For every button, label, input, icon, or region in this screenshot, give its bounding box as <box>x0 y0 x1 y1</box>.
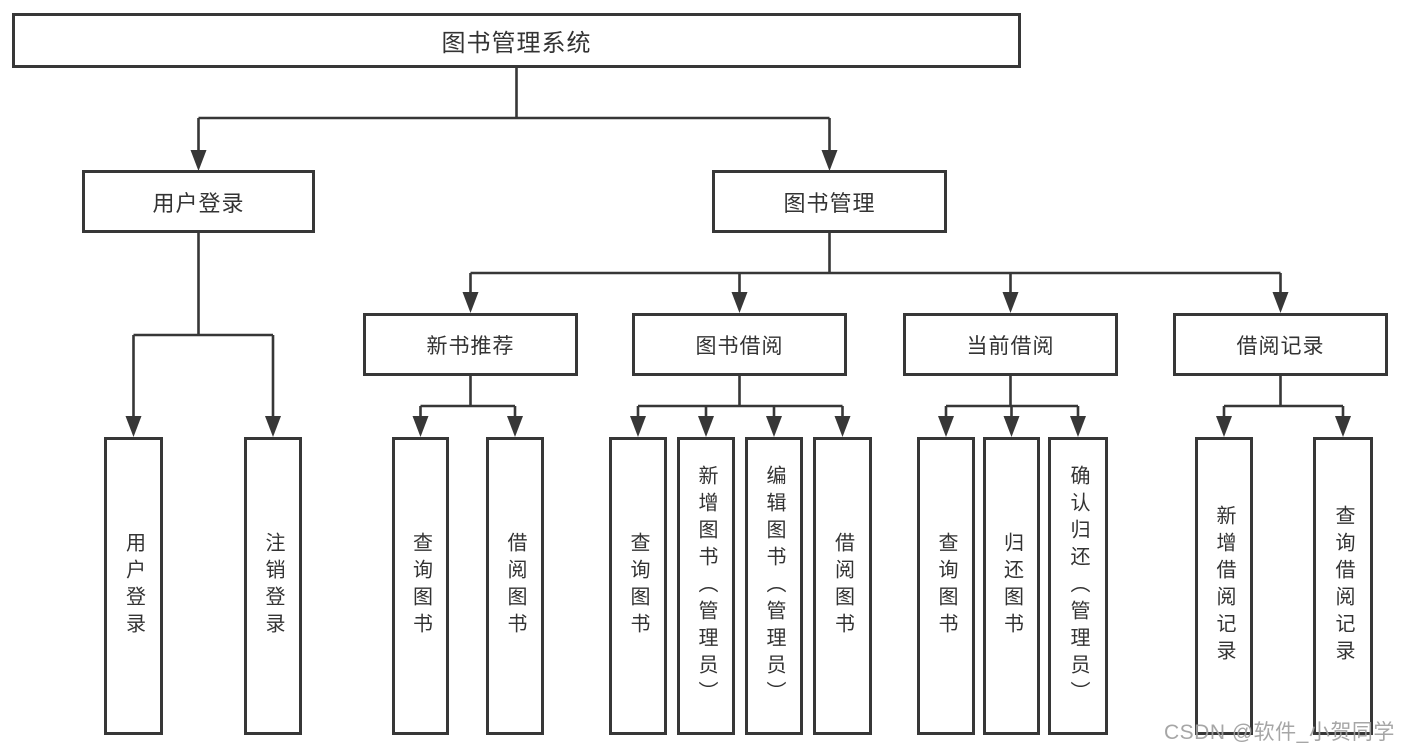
arrowhead-icon <box>1070 416 1086 437</box>
arrowhead-icon <box>1002 292 1019 313</box>
arrowhead-icon <box>834 416 851 437</box>
node-label: 用户登录 <box>122 532 145 640</box>
node-leaf-logout: 注销登录 <box>244 437 302 735</box>
node-label: 当前借阅 <box>966 334 1055 358</box>
node-leaf-borrow-books: 借阅图书 <box>813 437 872 735</box>
node-leaf-borrow-books-recommend: 借阅图书 <box>486 437 544 735</box>
connector-borrow-to-leaves <box>630 376 851 437</box>
node-leaf-add-borrow-record: 新增借阅记录 <box>1195 437 1253 735</box>
node-label: 查询图书 <box>409 532 432 640</box>
node-new-book-recommend: 新书推荐 <box>363 313 578 376</box>
node-leaf-add-books-admin: 新增图书（管理员） <box>677 437 735 735</box>
node-current-borrow: 当前借阅 <box>903 313 1118 376</box>
arrowhead-icon <box>265 416 281 437</box>
arrowhead-icon <box>1216 416 1232 437</box>
arrowhead-icon <box>462 292 479 313</box>
arrowhead-icon <box>1003 416 1020 437</box>
arrowhead-icon <box>125 416 142 437</box>
node-leaf-return-books: 归还图书 <box>983 437 1040 735</box>
node-label: 借阅记录 <box>1236 334 1325 358</box>
node-label: 编辑图书（管理员） <box>763 464 785 708</box>
node-label: 查询图书 <box>627 532 649 640</box>
node-root-system: 图书管理系统 <box>12 13 1021 68</box>
node-label: 新增借阅记录 <box>1213 505 1235 667</box>
node-label: 归还图书 <box>1000 532 1023 640</box>
arrowhead-icon <box>1272 292 1289 313</box>
arrowhead-icon <box>938 416 954 437</box>
node-label: 新增图书（管理员） <box>695 464 717 708</box>
connector-recommend-to-leaves <box>412 376 523 437</box>
node-label: 确认归还（管理员） <box>1067 464 1089 708</box>
node-label: 借阅图书 <box>831 532 854 640</box>
node-user-login: 用户登录 <box>82 170 315 233</box>
node-leaf-query-borrow-record: 查询借阅记录 <box>1313 437 1373 735</box>
connector-current-to-leaves <box>938 376 1086 437</box>
node-label: 借阅图书 <box>504 532 526 640</box>
arrowhead-icon <box>731 292 748 313</box>
connector-userlogin-to-leaves <box>125 233 281 437</box>
arrowhead-icon <box>630 416 646 437</box>
connector-root-to-level2 <box>190 68 838 171</box>
node-leaf-confirm-return-admin: 确认归还（管理员） <box>1048 437 1108 735</box>
arrowhead-icon <box>821 150 838 171</box>
connector-bookmgmt-to-level3 <box>462 233 1289 313</box>
node-borrow-records: 借阅记录 <box>1173 313 1388 376</box>
node-leaf-edit-books-admin: 编辑图书（管理员） <box>745 437 803 735</box>
node-book-management: 图书管理 <box>712 170 947 233</box>
node-label: 用户登录 <box>152 190 245 216</box>
node-label: 图书借阅 <box>695 334 784 358</box>
connector-records-to-leaves <box>1216 376 1351 437</box>
arrowhead-icon <box>1335 416 1351 437</box>
arrowhead-icon <box>190 150 207 171</box>
node-label: 图书管理系统 <box>441 30 592 57</box>
node-leaf-query-books-recommend: 查询图书 <box>392 437 449 735</box>
arrowhead-icon <box>766 416 782 437</box>
node-label: 查询图书 <box>935 532 957 640</box>
node-leaf-user-login: 用户登录 <box>104 437 163 735</box>
arrowhead-icon <box>507 416 523 437</box>
arrowhead-icon <box>698 416 714 437</box>
node-label: 图书管理 <box>783 190 876 216</box>
arrowhead-icon <box>412 416 429 437</box>
node-label: 新书推荐 <box>426 334 515 358</box>
node-leaf-query-books-current: 查询图书 <box>917 437 975 735</box>
node-label: 查询借阅记录 <box>1332 505 1354 667</box>
node-leaf-query-books-borrow: 查询图书 <box>609 437 667 735</box>
watermark: CSDN @软件_小贺同学 <box>1164 721 1395 744</box>
node-label: 注销登录 <box>262 532 284 640</box>
node-book-borrow: 图书借阅 <box>632 313 847 376</box>
